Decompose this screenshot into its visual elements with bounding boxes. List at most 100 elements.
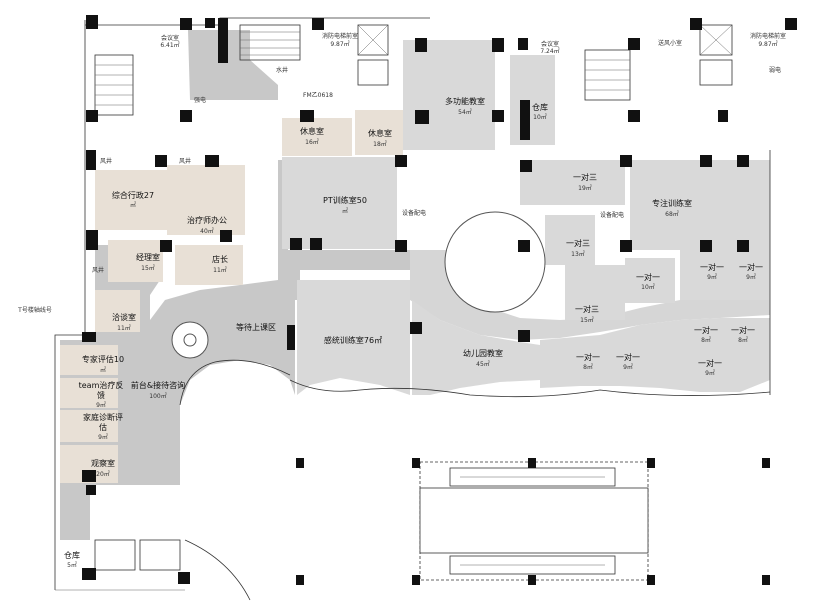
one-three-c-area: 15㎡ xyxy=(580,316,594,324)
team-feedback-label-1: team治疗反 xyxy=(79,380,124,390)
team-feedback-label-2: 馈 xyxy=(97,390,105,400)
rest-room-1-label: 休息室 xyxy=(300,126,324,136)
therapist-office-area: 40㎡ xyxy=(200,227,214,235)
main-corridor xyxy=(60,30,410,485)
consult-room-label: 洽谈室 xyxy=(112,312,136,322)
team-feedback-area: 9㎡ xyxy=(96,401,106,409)
stair-lines-left xyxy=(95,64,133,106)
fire-elevator-left-area: 9.87㎡ xyxy=(330,40,349,48)
one-one-b-label: 一对一 xyxy=(739,262,763,272)
waiting-center xyxy=(183,333,197,347)
one-one-d-area: 8㎡ xyxy=(701,336,711,344)
escalator-bottom xyxy=(449,555,616,575)
water-label: 水井 xyxy=(276,66,288,74)
one-one-a-label: 一对一 xyxy=(700,262,724,272)
one-three-a-area: 19㎡ xyxy=(578,184,592,192)
storage-bottom-label: 仓库 xyxy=(64,550,80,560)
waiting-round-table xyxy=(171,321,209,359)
lower-curved-wall xyxy=(179,359,291,406)
stair-bottom-left-2 xyxy=(139,539,181,571)
one-three-c-room xyxy=(565,265,625,320)
one-three-b-area: 13㎡ xyxy=(571,250,585,258)
focus-room-area: 68㎡ xyxy=(665,210,679,218)
multi-classroom-label: 多功能教室 xyxy=(445,96,485,106)
expert-eval-room xyxy=(60,345,118,375)
storage-top-area: 10㎡ xyxy=(533,113,547,121)
fire-door-label: FM乙0618 xyxy=(303,92,333,99)
family-diag-room xyxy=(60,410,118,442)
one-one-g-area: 9㎡ xyxy=(623,363,633,371)
stair-top-mid xyxy=(239,24,301,61)
elec-label: 强电 xyxy=(194,96,206,104)
escalator-void xyxy=(419,487,649,554)
structural-columns xyxy=(82,15,797,585)
one-one-h-label: 一对一 xyxy=(698,358,722,368)
one-three-c-label: 一对三 xyxy=(575,304,599,314)
observation-area: 20㎡ xyxy=(96,470,110,478)
one-one-c-label: 一对一 xyxy=(636,272,660,282)
one-one-e-label: 一对一 xyxy=(731,325,755,335)
rest-room-2-area: 18㎡ xyxy=(373,140,387,148)
one-one-h-area: 9㎡ xyxy=(705,369,715,377)
store-manager-area: 11㎡ xyxy=(213,266,227,274)
elevator-x-1b xyxy=(357,24,389,56)
expert-eval-unit: ㎡ xyxy=(100,366,106,374)
team-feedback-room xyxy=(60,378,118,408)
elevator-left-1 xyxy=(357,24,389,56)
one-three-a-room xyxy=(520,160,625,205)
rest-room-2-label: 休息室 xyxy=(368,128,392,138)
storage-top-label: 仓库 xyxy=(532,102,548,112)
outer-wall-top xyxy=(85,17,430,26)
manager-room-area: 15㎡ xyxy=(141,264,155,272)
pt-room-unit: ㎡ xyxy=(342,207,348,215)
one-one-e-area: 8㎡ xyxy=(738,336,748,344)
one-one-b-area: 9㎡ xyxy=(746,273,756,281)
consult-room xyxy=(95,290,140,332)
meeting-room-label: 会议室 xyxy=(161,34,179,42)
fire-elevator-right-label: 消防电梯前室 xyxy=(750,32,786,40)
meeting-room-area: 6.41㎡ xyxy=(160,41,179,49)
family-diag-area: 9㎡ xyxy=(98,433,108,441)
one-three-b-label: 一对三 xyxy=(566,238,590,248)
one-three-a-label: 一对三 xyxy=(573,172,597,182)
pt-room xyxy=(282,157,397,249)
elevator-x-2b xyxy=(699,24,733,56)
meeting-room-right-label: 会议室 xyxy=(541,40,559,48)
wind-shaft-label: 送风小室 xyxy=(658,39,682,47)
focus-room-label: 专注训练室 xyxy=(652,198,692,208)
stair-lines-mid xyxy=(240,31,300,56)
bottom-arc xyxy=(184,539,251,601)
elevator-right-2 xyxy=(699,59,733,86)
central-hub xyxy=(444,211,546,313)
one-one-top-right xyxy=(680,250,770,300)
therapist-office-label: 治疗师办公 xyxy=(187,215,227,225)
wind-label-2: 风井 xyxy=(179,157,191,165)
sensory-room xyxy=(297,280,410,395)
ring-corridor xyxy=(410,250,770,340)
rest-room-1 xyxy=(282,118,352,156)
one-one-cluster xyxy=(540,318,770,392)
observation-label: 观察室 xyxy=(91,458,115,468)
equipment-right-label: 设备配电 xyxy=(600,211,624,219)
escalator-steps xyxy=(460,476,605,566)
kindergarten-label: 幼儿园教室 xyxy=(463,348,503,358)
family-diag-label-1: 家庭诊断评 xyxy=(83,412,123,422)
pt-room-label: PT训练室50 xyxy=(323,195,367,205)
store-manager-label: 店长 xyxy=(212,254,228,264)
waiting-area-label: 等待上课区 xyxy=(236,322,276,332)
curved-facade xyxy=(289,379,771,398)
one-one-mid xyxy=(625,258,675,303)
sensory-room-label: 感统训练室76㎡ xyxy=(324,335,382,345)
manager-room xyxy=(108,240,163,282)
one-one-f-area: 8㎡ xyxy=(583,363,593,371)
kindergarten-room xyxy=(412,300,540,395)
one-one-c-area: 10㎡ xyxy=(641,283,655,291)
reception-area: 100㎡ xyxy=(149,392,166,400)
one-three-b-room xyxy=(545,215,595,265)
stair-lines-right xyxy=(585,59,630,91)
axis-label: T号楼轴线号 xyxy=(17,306,52,314)
family-diag-label-2: 估 xyxy=(99,422,107,432)
admin-label: 综合行政27 xyxy=(112,190,154,200)
one-one-f-label: 一对一 xyxy=(576,352,600,362)
